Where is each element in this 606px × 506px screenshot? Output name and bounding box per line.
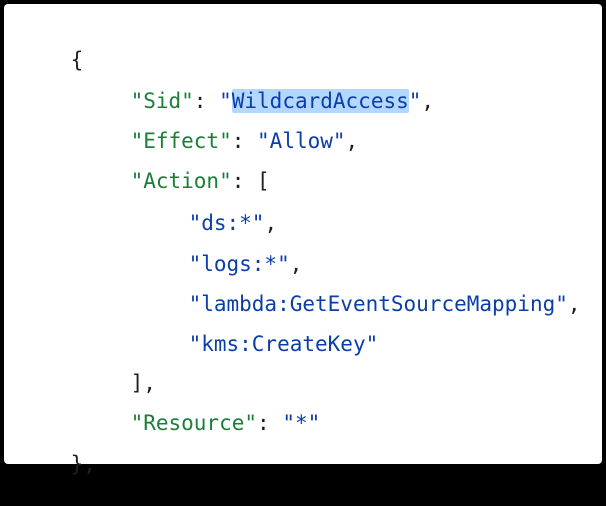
sid-quote-close: " xyxy=(408,89,422,113)
action-separator: : xyxy=(231,169,258,193)
action-open-bracket: [ xyxy=(257,169,270,193)
action-close-bracket: ], xyxy=(130,371,156,395)
open-brace: { xyxy=(70,48,84,72)
action-item: "kms:CreateKey" xyxy=(138,302,379,386)
effect-key: "Effect" xyxy=(130,129,232,153)
action-key: "Action" xyxy=(130,169,232,193)
sid-value-selected[interactable]: WildcardAccess xyxy=(231,89,409,113)
sid-key: "Sid" xyxy=(130,89,194,113)
action-item-comma: , xyxy=(264,211,278,235)
action-item-comma: , xyxy=(289,252,303,276)
action-line: "Action": [ xyxy=(80,139,270,223)
resource-value: "*" xyxy=(282,411,321,435)
action-item-value: "ds:*" xyxy=(188,211,265,235)
action-item-comma: , xyxy=(567,292,581,316)
resource-separator: : xyxy=(257,411,283,435)
action-item-value: "kms:CreateKey" xyxy=(188,332,379,356)
sid-line: "Sid": "WildcardAccess", xyxy=(80,59,434,143)
close-brace-line: }, xyxy=(20,422,96,506)
action-item-value: "lambda:GetEventSourceMapping" xyxy=(188,292,568,316)
sid-quote-open: " xyxy=(219,89,232,113)
open-brace-line: { xyxy=(20,18,84,102)
policy-code-block: { "Sid": "WildcardAccess", "Effect": "Al… xyxy=(4,4,602,476)
action-item: "logs:*", xyxy=(138,222,303,306)
effect-value: "Allow" xyxy=(257,129,346,153)
sid-trailing-comma: , xyxy=(421,89,435,113)
effect-line: "Effect": "Allow", xyxy=(80,99,359,183)
resource-key: "Resource" xyxy=(130,411,258,435)
action-close-line: ], xyxy=(80,341,156,425)
sid-separator: : xyxy=(193,89,220,113)
effect-trailing-comma: , xyxy=(345,129,359,153)
action-item: "ds:*", xyxy=(138,181,278,265)
action-item-value: "logs:*" xyxy=(188,252,290,276)
close-brace: }, xyxy=(70,452,96,476)
resource-line: "Resource": "*" xyxy=(80,381,321,465)
effect-separator: : xyxy=(231,129,258,153)
action-item: "lambda:GetEventSourceMapping", xyxy=(138,262,581,346)
